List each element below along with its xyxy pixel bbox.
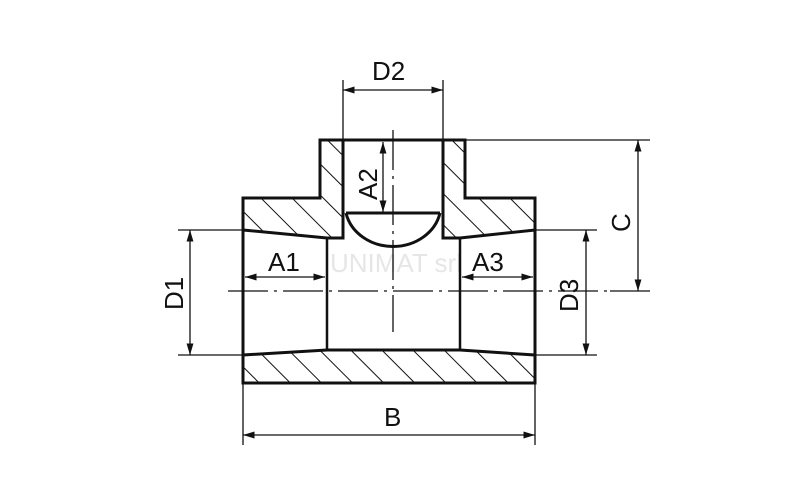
c-label: C xyxy=(606,213,636,232)
a1-label: A1 xyxy=(268,247,300,277)
b-label: B xyxy=(384,402,401,432)
d2-label: D2 xyxy=(372,56,405,86)
watermark: UNIMAT srl xyxy=(330,248,462,278)
d1-label: D1 xyxy=(159,277,189,310)
a3-label: A3 xyxy=(472,247,504,277)
a2-label: A2 xyxy=(353,168,383,200)
d3-label: D3 xyxy=(554,279,584,312)
